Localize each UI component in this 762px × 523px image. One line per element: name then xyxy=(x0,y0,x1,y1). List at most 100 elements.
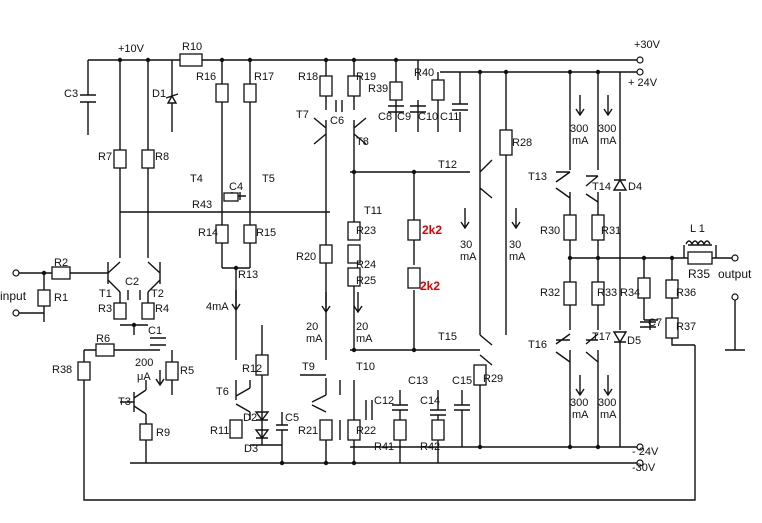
resistor-r16 xyxy=(215,83,229,103)
label-r25: R25 xyxy=(356,275,376,287)
label-200: 200 xyxy=(135,357,153,369)
label-t17: T17 xyxy=(592,331,611,343)
arrow-20ma-b xyxy=(353,292,363,314)
label-d5: D5 xyxy=(627,335,641,347)
input-terminal[interactable] xyxy=(12,269,20,277)
arrow-30ma-a xyxy=(460,208,470,230)
resistor-r10 xyxy=(179,53,203,67)
label-d4: D4 xyxy=(628,181,642,193)
label-r11: R11 xyxy=(210,425,229,437)
resistor-r17 xyxy=(243,83,257,103)
label-r17: R17 xyxy=(254,71,274,83)
capacitor-c5 xyxy=(276,412,288,463)
resistor-r11 xyxy=(229,419,243,439)
resistor-r19 xyxy=(347,75,361,97)
label-c15: C15 xyxy=(452,375,472,387)
label-r5: R5 xyxy=(180,365,194,377)
label-t6: T6 xyxy=(216,386,229,398)
capacitor-c15 xyxy=(454,390,470,447)
resistor-r35 xyxy=(687,251,713,265)
arrow-4ma xyxy=(231,290,241,312)
capacitor-c6 xyxy=(335,100,343,112)
resistor-r23 xyxy=(347,221,361,241)
label-r22: R22 xyxy=(356,425,376,437)
label-300ma-b-num: 300 xyxy=(598,123,616,135)
arrow-300ma-a xyxy=(575,95,585,117)
label-300ma-b-unit: mA xyxy=(600,135,617,147)
label-d1: D1 xyxy=(152,88,166,100)
arrow-30ma-b xyxy=(511,208,521,230)
resistor-r14 xyxy=(215,224,229,244)
label-20ma-a-num: 20 xyxy=(306,321,318,333)
label-c9: C9 xyxy=(397,111,411,123)
resistor-r34 xyxy=(637,277,651,299)
label-r40: R40 xyxy=(414,67,434,79)
resistor-2k2-lower xyxy=(407,267,421,289)
label-t16: T16 xyxy=(528,339,547,351)
resistor-r24 xyxy=(347,244,361,264)
label-r20: R20 xyxy=(296,251,316,263)
inductor-l1 xyxy=(685,240,711,246)
label-t5: T5 xyxy=(262,173,275,185)
label-c2: C2 xyxy=(125,276,139,288)
label-c5: C5 xyxy=(285,412,299,424)
label-r34: R34 xyxy=(620,287,640,299)
rail-labels: +10V +30V + 24V - 24V -30V input output xyxy=(0,39,752,474)
label-plus24: + 24V xyxy=(628,77,658,89)
input-ground-terminal[interactable] xyxy=(12,309,20,317)
label-r9: R9 xyxy=(156,427,170,439)
label-r23: R23 xyxy=(356,225,376,237)
arrow-300ma-b xyxy=(603,95,613,117)
output-ground-terminal[interactable] xyxy=(731,293,739,301)
capacitor-c1 xyxy=(150,337,166,346)
arrow-300ma-c xyxy=(575,375,585,397)
label-20ma-b-unit: mA xyxy=(356,333,373,345)
label-r36: R36 xyxy=(676,287,696,299)
label-output: output xyxy=(718,267,752,281)
resistor-r38 xyxy=(77,361,91,381)
output-terminal[interactable] xyxy=(731,254,739,262)
label-r39: R39 xyxy=(368,83,388,95)
label-minus24: - 24V xyxy=(632,446,659,458)
resistor-r7 xyxy=(113,149,127,169)
resistor-r5 xyxy=(165,361,179,381)
label-t12: T12 xyxy=(438,159,457,171)
resistor-r30 xyxy=(563,214,577,241)
label-r14: R14 xyxy=(198,227,218,239)
resistor-r1 xyxy=(37,289,51,307)
label-t13: T13 xyxy=(528,171,547,183)
label-input: input xyxy=(0,289,27,303)
label-r12: R12 xyxy=(242,363,262,375)
label-r19: R19 xyxy=(356,71,376,83)
resistor-r9 xyxy=(139,423,153,441)
label-r37: R37 xyxy=(676,321,696,333)
label-c14: C14 xyxy=(420,395,440,407)
label-d2: D2 xyxy=(243,412,257,424)
label-r41: R41 xyxy=(374,441,394,453)
label-r7: R7 xyxy=(98,151,112,163)
label-r6: R6 xyxy=(96,333,110,345)
label-t3: T3 xyxy=(118,396,131,408)
label-r2: R2 xyxy=(54,257,68,269)
label-r29: R29 xyxy=(483,373,503,385)
label-ua: μA xyxy=(137,371,151,383)
resistor-r33 xyxy=(591,281,605,306)
label-r3: R3 xyxy=(98,303,112,315)
junction-dots xyxy=(41,57,675,466)
label-c11: C11 xyxy=(440,111,459,123)
current-labels: 4mA 200 μA 20 mA 20 mA 30 mA 30 mA 300 m… xyxy=(135,123,617,421)
resistor-r20 xyxy=(319,244,333,264)
terminal-minus30 xyxy=(636,459,644,467)
arrow-20ma-a xyxy=(321,292,331,314)
label-r13: R13 xyxy=(238,269,258,281)
resistor-r4 xyxy=(141,302,155,320)
label-r24: R24 xyxy=(356,259,376,271)
diode-d4 xyxy=(612,178,628,191)
label-30ma-a-unit: mA xyxy=(460,251,477,263)
label-300ma-c-unit: mA xyxy=(572,409,589,421)
label-t9: T9 xyxy=(302,361,315,373)
label-300ma-a-unit: mA xyxy=(572,135,589,147)
zener-d3 xyxy=(254,429,270,440)
terminal-plus30 xyxy=(636,56,644,64)
